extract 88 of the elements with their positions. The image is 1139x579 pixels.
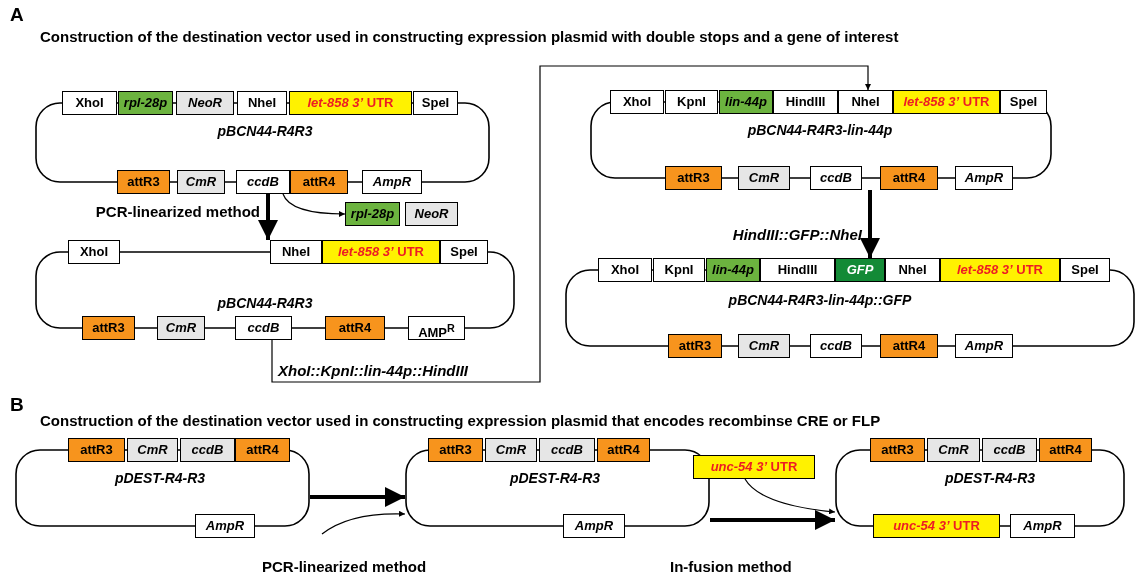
dna-element-box: XhoI bbox=[598, 258, 652, 282]
dna-element-box: AmpR bbox=[195, 514, 255, 538]
arrow bbox=[282, 193, 346, 217]
dna-element-box: KpnI bbox=[665, 90, 718, 114]
dna-element-box: AmpR bbox=[955, 166, 1013, 190]
panel-letter: B bbox=[10, 394, 24, 416]
dna-element-box: let-858 3’ UTR bbox=[322, 240, 440, 264]
arrow bbox=[271, 65, 871, 383]
dna-element-box: rpl-28p bbox=[118, 91, 173, 115]
dna-element-box: AmpR bbox=[563, 514, 625, 538]
dna-element-box: let-858 3’ UTR bbox=[893, 90, 1000, 114]
dna-element-box: rpl-28p bbox=[345, 202, 400, 226]
dna-element-box: ccdB bbox=[810, 334, 862, 358]
dna-element-box: unc-54 3’ UTR bbox=[873, 514, 1000, 538]
plasmid-name: pBCN44-R4R3 bbox=[217, 123, 313, 139]
dna-element-box: attR3 bbox=[82, 316, 135, 340]
dna-element-box: NheI bbox=[838, 90, 893, 114]
dna-element-box: attR3 bbox=[665, 166, 722, 190]
dna-element-box: NheI bbox=[270, 240, 322, 264]
heading: Construction of the destination vector used in constructing expression plasmid with double stops and a gene of interest bbox=[40, 28, 899, 45]
plasmid-name: pBCN44-R4R3-lin-44p::GFP bbox=[728, 292, 912, 308]
dna-element-box: CmR bbox=[157, 316, 205, 340]
dna-element-box: attR3 bbox=[117, 170, 170, 194]
dna-element-box: SpeI bbox=[1060, 258, 1110, 282]
arrow bbox=[258, 194, 278, 240]
dna-element-box: lin-44p bbox=[706, 258, 760, 282]
dna-element-box: CmR bbox=[738, 334, 790, 358]
dna-element-box: XhoI bbox=[610, 90, 664, 114]
dna-element-box: SpeI bbox=[440, 240, 488, 264]
dna-element-box: attR4 bbox=[880, 166, 938, 190]
dna-element-box: attR3 bbox=[668, 334, 722, 358]
dna-element-box: HindIII bbox=[760, 258, 835, 282]
edge-label: In-fusion method bbox=[670, 558, 792, 575]
dna-element-box: AmpR bbox=[1010, 514, 1075, 538]
dna-element-box: AmpR bbox=[362, 170, 422, 194]
dna-element-box: XhoI bbox=[68, 240, 120, 264]
dna-element-box: XhoI bbox=[62, 91, 117, 115]
dna-element-box: CmR bbox=[738, 166, 790, 190]
dna-element-box: attR3 bbox=[870, 438, 925, 462]
dna-element-box: let-858 3’ UTR bbox=[940, 258, 1060, 282]
arrow bbox=[710, 510, 835, 530]
dna-element-box: attR3 bbox=[68, 438, 125, 462]
dna-element-box: attR3 bbox=[428, 438, 483, 462]
dna-element-box: attR4 bbox=[597, 438, 650, 462]
dna-element-box: attR4 bbox=[235, 438, 290, 462]
dna-element-box: attR4 bbox=[325, 316, 385, 340]
dna-element-box: ccdB bbox=[982, 438, 1037, 462]
arrow bbox=[310, 487, 405, 507]
dna-element-box: SpeI bbox=[1000, 90, 1047, 114]
dna-element-box: NheI bbox=[885, 258, 940, 282]
edge-label: PCR-linearized method bbox=[262, 558, 427, 575]
dna-element-box: CmR bbox=[177, 170, 225, 194]
arrow bbox=[860, 190, 880, 258]
dna-element-box: NeoR bbox=[405, 202, 458, 226]
dna-element-box: CmR bbox=[485, 438, 537, 462]
dna-element-box: unc-54 3’ UTR bbox=[693, 455, 815, 479]
edge-label: PCR-linearized method bbox=[95, 203, 260, 220]
dna-element-box: AmpR bbox=[955, 334, 1013, 358]
dna-element-box: ccdB bbox=[180, 438, 235, 462]
dna-element-box: AMP$^{R}$ bbox=[408, 316, 465, 340]
dna-element-box: attR4 bbox=[1039, 438, 1092, 462]
dna-element-box: CmR bbox=[927, 438, 980, 462]
dna-element-box: lin-44p bbox=[719, 90, 773, 114]
dna-element-box: ccdB bbox=[235, 316, 292, 340]
dna-element-box: attR4 bbox=[290, 170, 348, 194]
plasmid-name: pBCN44-R4R3 bbox=[217, 295, 313, 311]
arrow bbox=[321, 510, 406, 535]
dna-element-box: let-858 3’ UTR bbox=[289, 91, 412, 115]
dna-element-box: NheI bbox=[237, 91, 287, 115]
dna-element-box: NeoR bbox=[176, 91, 234, 115]
dna-element-box: KpnI bbox=[653, 258, 705, 282]
dna-element-box: SpeI bbox=[413, 91, 458, 115]
dna-element-box: CmR bbox=[127, 438, 178, 462]
plasmid-name: pDEST-R4-R3 bbox=[509, 470, 601, 486]
dna-element-box: ccdB bbox=[810, 166, 862, 190]
dna-element-box: HindIII bbox=[773, 90, 838, 114]
panel-letter: A bbox=[10, 4, 24, 26]
dna-element-box: GFP bbox=[835, 258, 885, 282]
plasmid-name: pDEST-R4-R3 bbox=[944, 470, 1036, 486]
plasmid-name: pBCN44-R4R3-lin-44p bbox=[747, 122, 893, 138]
dna-element-box: attR4 bbox=[880, 334, 938, 358]
edge-label: HindIII::GFP::NheI bbox=[732, 226, 862, 243]
arrow bbox=[744, 478, 836, 515]
edge-label: XhoI::KpnI::lin-44p::HindIII bbox=[278, 362, 468, 379]
dna-element-box: ccdB bbox=[236, 170, 290, 194]
heading: Construction of the destination vector used in constructing expression plasmid that encodes recombinse CRE or FLP bbox=[40, 412, 881, 429]
plasmid-name: pDEST-R4-R3 bbox=[114, 470, 206, 486]
dna-element-box: ccdB bbox=[539, 438, 595, 462]
